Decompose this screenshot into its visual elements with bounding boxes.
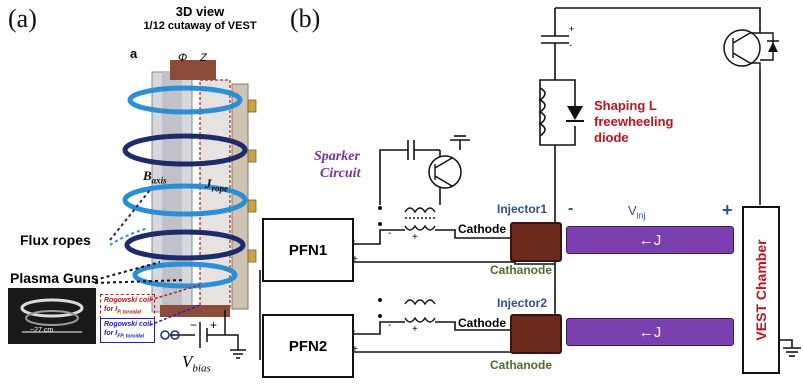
pfn2-box: PFN2 <box>262 314 354 378</box>
cathanode-2-label: Cathanode <box>490 358 553 372</box>
j-rope-label: Jrope <box>205 176 228 194</box>
photo-scale-label: ~27 cm <box>30 327 54 334</box>
pfn2-plus: + <box>352 344 358 355</box>
pfn2-minus: - <box>352 326 356 337</box>
injector2-body <box>510 314 562 354</box>
vinj-plus: + <box>722 200 733 220</box>
pfn1-plus: + <box>352 254 358 265</box>
cap-plus-label: + <box>569 24 575 34</box>
xfmr2-minus: - <box>388 320 392 331</box>
flux-ropes-label: Flux ropes <box>20 232 91 248</box>
cathode-2-label: Cathode <box>458 316 506 330</box>
shaping-l-label: Shaping L freewheeling diode <box>594 98 674 145</box>
panel-a-sub-a: a <box>130 46 138 61</box>
plasma-gun-photo: ~27 cm <box>8 288 96 344</box>
panel-a-title: 3D view <box>175 4 225 19</box>
xfmr1-plus: + <box>412 232 418 243</box>
injector2-label: Injector2 <box>497 296 548 310</box>
rogowski-coil-2-label: Rogowski coil for IFP, toroidal <box>100 318 156 344</box>
panel-b-label: (b) <box>290 4 321 33</box>
phi-label: Φ <box>178 52 188 64</box>
vest-chamber-label: VEST Chamber <box>753 239 769 341</box>
xfmr1-minus: - <box>388 228 392 239</box>
cap-minus-label: - <box>569 40 572 50</box>
panel-a-subtitle: 1/12 cutaway of VEST <box>143 20 257 32</box>
bias-plus-label: + <box>210 318 218 332</box>
bias-minus-label: − <box>190 318 198 332</box>
current-bar-1: ←J <box>566 226 734 254</box>
cathanode-1-label: Cathanode <box>490 263 553 277</box>
b-axis-label: Baxis <box>143 168 167 186</box>
v-bias-label: Vbias <box>182 352 211 375</box>
cathode-1-label: Cathode <box>458 222 506 236</box>
z-label: Z <box>200 52 207 64</box>
vinj-minus: - <box>568 200 574 217</box>
current-bar-2: ←J <box>566 318 734 346</box>
v-inj-label: Vinj <box>628 203 646 221</box>
plasma-guns-label: Plasma Guns <box>10 270 99 286</box>
vest-chamber-box: VEST Chamber <box>742 206 780 374</box>
xfmr2-plus: + <box>412 324 418 335</box>
injector1-body <box>510 222 562 262</box>
pfn1-box: PFN1 <box>262 218 354 282</box>
pfn1-minus: - <box>352 236 356 247</box>
sparker-circuit-label: Sparker Circuit <box>314 149 361 181</box>
panel-a-label: (a) <box>8 4 37 33</box>
injector1-label: Injector1 <box>497 202 548 216</box>
